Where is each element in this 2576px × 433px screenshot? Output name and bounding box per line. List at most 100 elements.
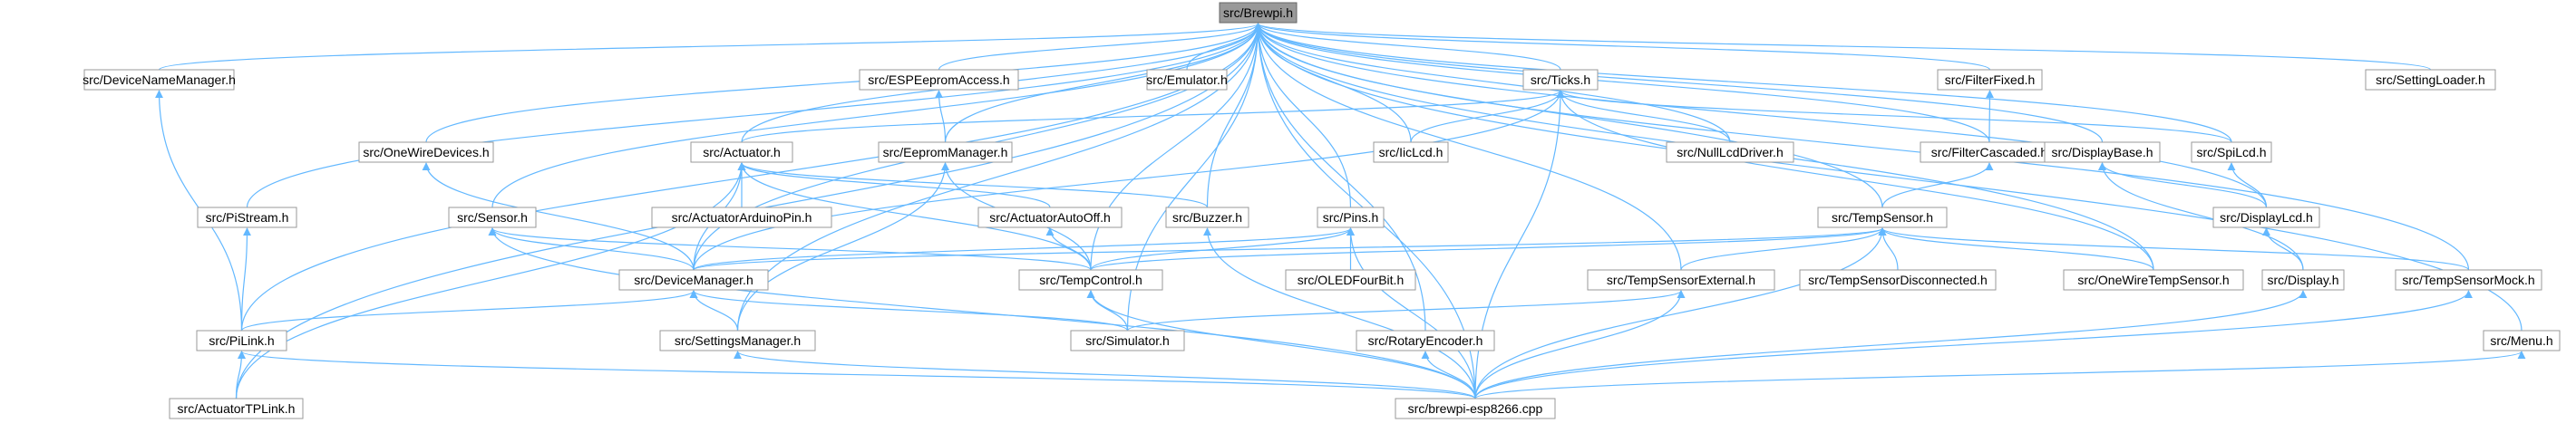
node-label: src/DisplayLcd.h: [2220, 210, 2313, 225]
node-iiclcd[interactable]: src/IicLcd.h: [1373, 141, 1449, 163]
edge-devmgr-to-sensor: [488, 227, 695, 271]
edge-tsext-to-brewpi: [1254, 23, 1682, 271]
edge-settingsmgr-to-eeprommgr: [736, 162, 949, 332]
node-espeeprom[interactable]: src/ESPEepromAccess.h: [859, 69, 1019, 91]
node-box: [1070, 330, 1185, 351]
node-label: src/PiStream.h: [206, 210, 289, 225]
edge-tsmock-to-brewpi: [1254, 23, 2470, 271]
edge-espeeprom-to-brewpi: [938, 23, 1262, 71]
node-label: src/Display.h: [2267, 273, 2338, 287]
node-box: [358, 141, 494, 163]
node-filtercasc[interactable]: src/FilterCascaded.h: [1920, 141, 2059, 163]
node-acttplink[interactable]: src/ActuatorTPLink.h: [169, 398, 304, 419]
node-devname[interactable]: src/DeviceNameManager.h: [83, 69, 236, 91]
node-label: src/Buzzer.h: [1172, 210, 1242, 225]
node-box: [651, 207, 832, 228]
node-box: [1317, 207, 1385, 228]
node-nulllcd[interactable]: src/NullLcdDriver.h: [1666, 141, 1794, 163]
edge-cpp-to-settingsmgr: [734, 351, 1476, 399]
node-box: [618, 269, 769, 291]
edge-actautooff-to-actuator: [737, 162, 1051, 208]
node-box: [448, 207, 537, 228]
edge-devmgr-to-pins: [693, 227, 1355, 271]
node-rotary[interactable]: src/RotaryEncoder.h: [1356, 330, 1495, 351]
node-box: [196, 330, 287, 351]
node-label: src/DeviceManager.h: [634, 273, 753, 287]
file-nodes: src/Brewpi.h src/DeviceNameManager.h src/E…: [83, 2, 2561, 419]
node-sensor[interactable]: src/Sensor.h: [448, 207, 537, 228]
node-pilink[interactable]: src/PiLink.h: [196, 330, 287, 351]
node-display[interactable]: src/Display.h: [2261, 269, 2345, 291]
node-label: src/TempSensorExternal.h: [1607, 273, 1755, 287]
node-tempctrl[interactable]: src/TempControl.h: [1018, 269, 1163, 291]
edge-devmgr-to-ticks: [693, 90, 1565, 271]
node-box: [2395, 269, 2542, 291]
node-cpp[interactable]: src/brewpi-esp8266.cpp: [1395, 398, 1556, 419]
node-menu[interactable]: src/Menu.h: [2483, 330, 2561, 351]
node-displaybase[interactable]: src/DisplayBase.h: [2044, 141, 2161, 163]
node-box: [1817, 207, 1948, 228]
edge-tsdisc-to-tempsensor: [1878, 227, 1899, 271]
edge-filtercasc-to-filterfixed: [1985, 90, 1994, 143]
node-buzzer[interactable]: src/Buzzer.h: [1165, 207, 1249, 228]
edge-pilink-to-devmgr: [240, 290, 698, 332]
edge-spilcd-to-brewpi: [1254, 23, 2232, 143]
node-settingloader[interactable]: src/SettingLoader.h: [2365, 69, 2496, 91]
edge-cpp-to-menu: [1474, 351, 2526, 399]
edge-onewirets-to-tempsensor: [1878, 227, 2154, 271]
node-box: [1146, 69, 1228, 91]
node-settingsmgr[interactable]: src/SettingsManager.h: [659, 330, 816, 351]
node-label: src/Actuator.h: [703, 145, 781, 159]
node-simulator[interactable]: src/Simulator.h: [1070, 330, 1185, 351]
edge-pilink-to-pistream: [240, 227, 251, 332]
node-label: src/EepromManager.h: [883, 145, 1008, 159]
node-emulator[interactable]: src/Emulator.h: [1146, 69, 1228, 91]
node-label: src/RotaryEncoder.h: [1368, 333, 1483, 348]
edge-simulator-to-devmgr: [689, 290, 1129, 332]
node-label: src/TempSensorDisconnected.h: [1808, 273, 1988, 287]
edge-displaybase-to-brewpi: [1254, 23, 2104, 143]
node-filterfixed[interactable]: src/FilterFixed.h: [1937, 69, 2043, 91]
edge-tempctrl-to-sensor: [488, 227, 1092, 271]
node-displaylcd[interactable]: src/DisplayLcd.h: [2212, 207, 2320, 228]
edge-actuator-to-ticks: [741, 90, 1565, 143]
node-tsmock[interactable]: src/TempSensorMock.h: [2395, 269, 2542, 291]
node-box: [2044, 141, 2161, 163]
node-box: [2261, 269, 2345, 291]
edge-tsext-to-tempsensor: [1680, 227, 1887, 271]
node-pins[interactable]: src/Pins.h: [1317, 207, 1385, 228]
node-label: src/ActuatorArduinoPin.h: [672, 210, 812, 225]
node-spilcd[interactable]: src/SpiLcd.h: [2191, 141, 2272, 163]
node-label: src/TempSensorMock.h: [2402, 273, 2534, 287]
edge-settingloader-to-brewpi: [1254, 23, 2432, 71]
node-label: src/brewpi-esp8266.cpp: [1408, 401, 1543, 416]
node-label: src/NullLcdDriver.h: [1677, 145, 1783, 159]
node-box: [1356, 330, 1495, 351]
edge-simulator-to-tsext: [1126, 290, 1686, 332]
node-onewiredev[interactable]: src/OneWireDevices.h: [358, 141, 494, 163]
node-ticks[interactable]: src/Ticks.h: [1522, 69, 1599, 91]
node-devmgr[interactable]: src/DeviceManager.h: [618, 269, 769, 291]
node-box: [1018, 269, 1163, 291]
node-label: src/Sensor.h: [457, 210, 528, 225]
node-eeprommgr[interactable]: src/EepromManager.h: [878, 141, 1013, 163]
node-pistream[interactable]: src/PiStream.h: [197, 207, 297, 228]
node-actuator[interactable]: src/Actuator.h: [690, 141, 793, 163]
node-tsdisc[interactable]: src/TempSensorDisconnected.h: [1799, 269, 1997, 291]
node-tempsensor[interactable]: src/TempSensor.h: [1817, 207, 1948, 228]
node-label: src/Brewpi.h: [1223, 5, 1293, 20]
node-tsext[interactable]: src/TempSensorExternal.h: [1587, 269, 1775, 291]
node-actarduino[interactable]: src/ActuatorArduinoPin.h: [651, 207, 832, 228]
node-box: [2365, 69, 2496, 91]
node-onewirets[interactable]: src/OneWireTempSensor.h: [2063, 269, 2244, 291]
edge-onewirets-to-ticks: [1556, 90, 2154, 271]
node-oledfour[interactable]: src/OLEDFourBit.h: [1285, 269, 1416, 291]
edge-pistream-to-brewpi: [246, 23, 1262, 208]
node-box: [1587, 269, 1775, 291]
edge-cpp-to-sensor: [488, 227, 1476, 399]
edge-tempsensor-to-filtercasc: [1881, 162, 1994, 208]
edge-cpp-to-buzzer: [1203, 227, 1476, 399]
edge-eeprommgr-to-espeeprom: [935, 90, 947, 143]
node-actautooff[interactable]: src/ActuatorAutoOff.h: [977, 207, 1123, 228]
